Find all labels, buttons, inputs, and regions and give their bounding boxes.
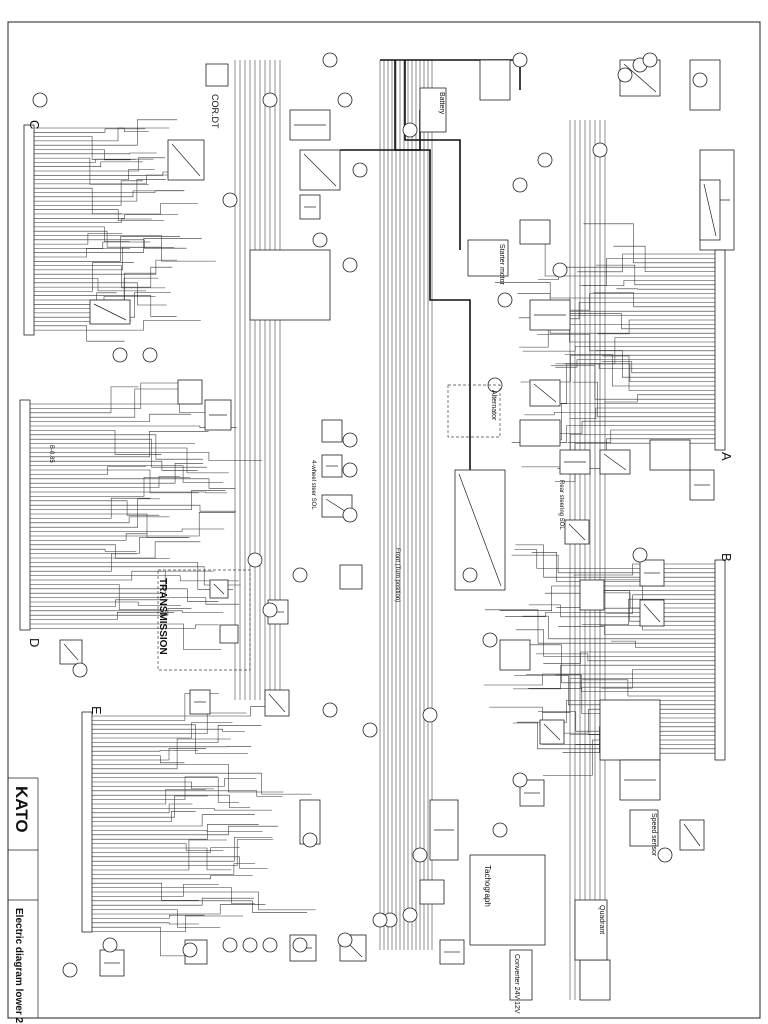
tachograph-block: Tachograph — [469, 854, 546, 946]
alternator-label: Alternator — [490, 390, 497, 421]
connector-b-strip: B — [714, 553, 734, 761]
cor-dt-label: COR.DT — [210, 94, 220, 129]
battery-label: Battery — [438, 92, 445, 115]
front-lamp-group: Front (Turn position) — [394, 548, 400, 602]
transmission-label: TRANSMISSION — [157, 578, 168, 655]
connector-d-strip: D — [19, 399, 42, 647]
wire-gauge-label: B-0.85 — [48, 445, 54, 463]
quadrant-block: Quadrant — [574, 899, 608, 961]
quadrant-label: Quadrant — [598, 905, 605, 934]
cor-dt-label-group: COR.DT — [205, 63, 229, 129]
converter-block: Converter 24V-12V — [509, 949, 533, 1014]
connector-c-letter: C — [27, 120, 42, 129]
connector-e-strip: E — [81, 706, 104, 933]
title-block: KATO Electric diagram lower 2 — [8, 777, 39, 1023]
four-wheel-steer-sol-group: 4-wheel steer SOL — [310, 460, 316, 510]
rear-steering-sol-label: Rear steering SOL — [558, 480, 564, 530]
alternator-block: Alternator — [447, 384, 501, 438]
wire-gauge-group: B-0.85 — [48, 445, 54, 463]
connector-c-strip: C — [23, 120, 42, 336]
components — [59, 59, 735, 1001]
connector-b-letter: B — [719, 553, 734, 562]
connector-a-letter: A — [719, 452, 734, 461]
diagram-title: Electric diagram lower 2 — [13, 908, 24, 1023]
connector-a-strip: A — [714, 249, 734, 461]
battery-block: Battery — [419, 87, 447, 133]
wiring-artwork — [30, 60, 715, 1000]
brand-logo-text: KATO — [12, 786, 31, 833]
starter-motor-label: Starter motor — [498, 244, 505, 286]
connector-d-letter: D — [27, 638, 42, 647]
connector-e-letter: E — [89, 706, 104, 715]
front-lamp-label: Front (Turn position) — [394, 548, 400, 602]
rear-steering-sol-group: Rear steering SOL — [558, 480, 564, 530]
tachograph-label: Tachograph — [483, 865, 492, 907]
starter-motor-block: Starter motor — [467, 239, 509, 286]
transmission-block: TRANSMISSION — [157, 569, 251, 671]
converter-label: Converter 24V-12V — [513, 954, 520, 1014]
speed-sensor-label: Speed sensor — [650, 813, 657, 857]
speed-sensor-block: Speed sensor — [629, 809, 659, 857]
four-wheel-steer-sol-label: 4-wheel steer SOL — [310, 460, 316, 510]
